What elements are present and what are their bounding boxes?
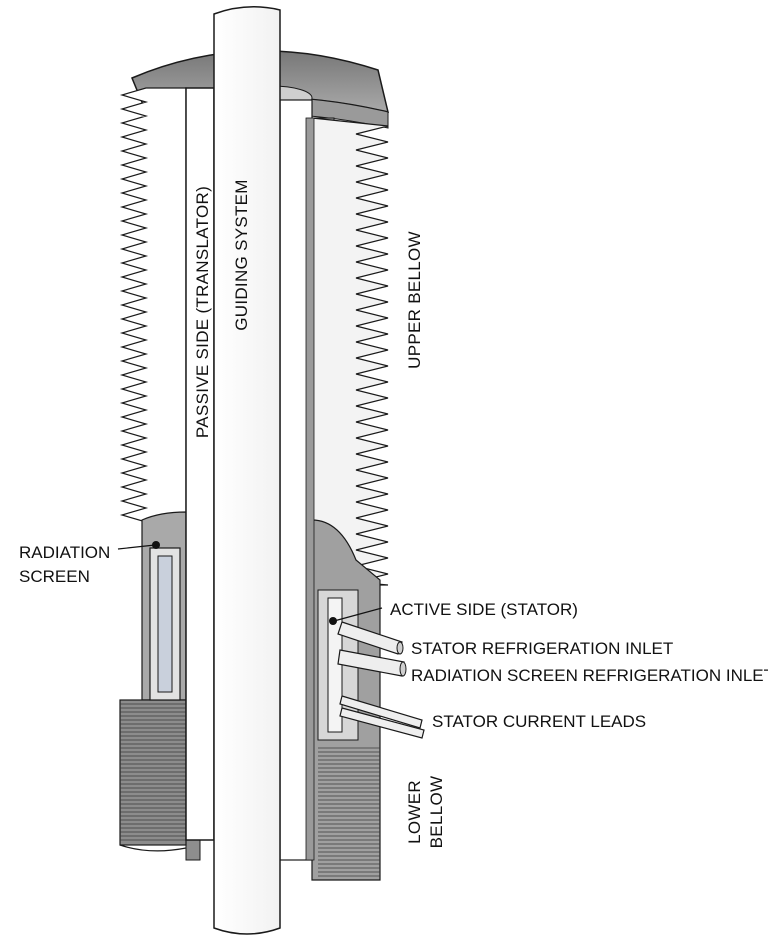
guiding-system-rod bbox=[213, 6, 281, 935]
active-side-label: ACTIVE SIDE (STATOR) bbox=[390, 600, 578, 619]
upper-bellow-right bbox=[311, 117, 389, 589]
lower-bellow-label-line1: LOWER bbox=[405, 780, 424, 844]
upper-bellow-label: UPPER BELLOW bbox=[405, 231, 424, 369]
radiation-screen-plate bbox=[149, 547, 181, 701]
radiation-screen-leader bbox=[117, 541, 160, 550]
radiation-screen-label-line1: RADIATION bbox=[19, 543, 110, 562]
lower-bellow-label-line2: BELLOW bbox=[427, 776, 446, 849]
passive-side-translator bbox=[185, 87, 215, 841]
inner-casing-right bbox=[279, 99, 315, 861]
radiation-screen-label-line2: SCREEN bbox=[19, 567, 90, 586]
guiding-system-label: GUIDING SYSTEM bbox=[232, 179, 251, 331]
upper-bellow-left bbox=[119, 87, 187, 523]
stator-current-leads-pipes bbox=[339, 695, 425, 739]
stator-current-leads-label: STATOR CURRENT LEADS bbox=[432, 712, 646, 731]
passive-side-label: PASSIVE SIDE (TRANSLATOR) bbox=[193, 186, 212, 438]
radiation-screen-refrigeration-inlet-pipe bbox=[337, 649, 407, 677]
active-side-marker bbox=[329, 617, 337, 625]
stator-refrigeration-inlet-label: STATOR REFRIGERATION INLET bbox=[411, 639, 673, 658]
radiation-screen-refrigeration-inlet-label: RADIATION SCREEN REFRIGERATION INLET bbox=[411, 666, 768, 685]
stator-refrigeration-inlet-pipe bbox=[337, 621, 404, 655]
active-side-leader bbox=[329, 607, 383, 625]
radiation-screen-marker bbox=[152, 541, 160, 549]
